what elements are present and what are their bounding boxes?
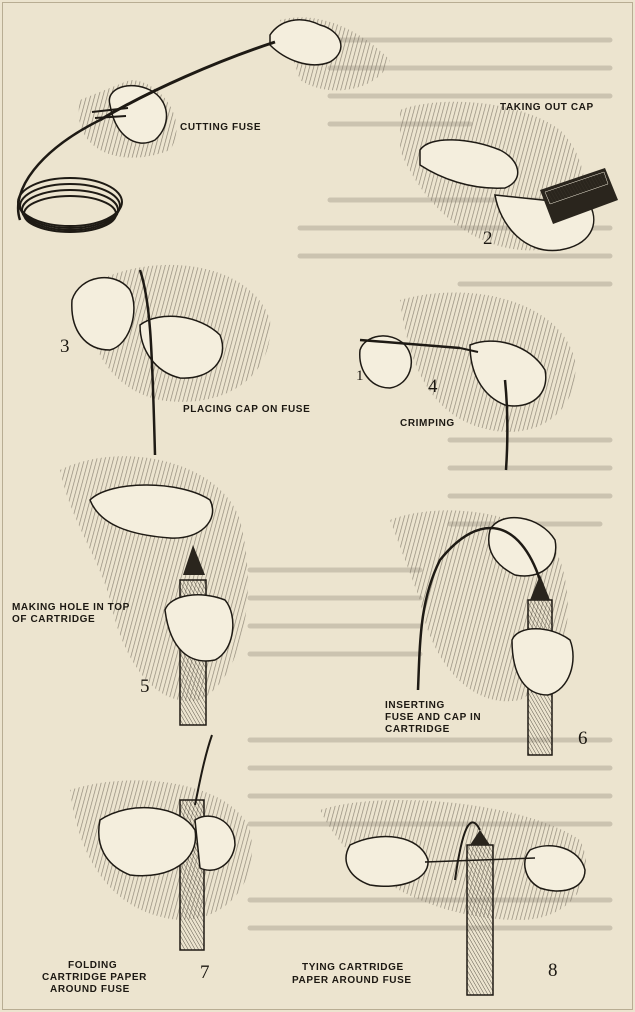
caption-making-hole-line2: OF CARTRIDGE [12, 614, 95, 626]
caption-tying-line1: TYING CARTRIDGE [302, 962, 404, 974]
step-number-7: 7 [200, 962, 210, 984]
caption-taking-out-cap: TAKING OUT CAP [500, 102, 594, 114]
caption-folding-line2: CARTRIDGE PAPER [42, 972, 147, 984]
caption-inserting-line2: FUSE AND CAP IN [385, 712, 481, 724]
caption-crimping: CRIMPING [400, 418, 455, 430]
caption-tying-line2: PAPER AROUND FUSE [292, 975, 412, 987]
step-number-8: 8 [548, 960, 558, 982]
caption-making-hole-line1: MAKING HOLE IN TOP [12, 602, 130, 614]
tool-mark-1: 1 [356, 368, 364, 385]
step-number-6: 6 [578, 728, 588, 750]
step4-crimping-drawing [360, 293, 576, 471]
caption-inserting-line1: INSERTING [385, 700, 445, 712]
step-number-2: 2 [483, 228, 493, 250]
step-number-3: 3 [60, 336, 70, 358]
step3-placing-cap-drawing [72, 265, 270, 455]
caption-folding-line1: FOLDING [68, 960, 117, 972]
step2-taking-out-cap-drawing [400, 102, 618, 251]
caption-inserting-line3: CARTRIDGE [385, 724, 450, 736]
step-number-5: 5 [140, 676, 150, 698]
caption-placing-cap: PLACING CAP ON FUSE [183, 404, 310, 416]
step5-making-hole-drawing [60, 456, 248, 725]
caption-cutting-fuse: CUTTING FUSE [180, 122, 261, 134]
step-number-4: 4 [428, 376, 438, 398]
step7-folding-paper-drawing [70, 735, 252, 950]
caption-folding-line3: AROUND FUSE [50, 984, 130, 996]
